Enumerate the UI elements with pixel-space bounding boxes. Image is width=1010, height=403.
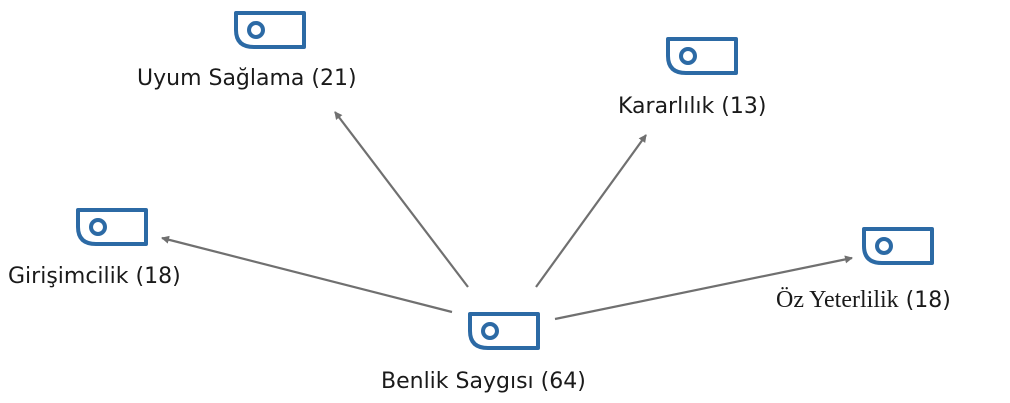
node-count: (64) [540, 369, 586, 394]
node-name: Uyum Sağlama [137, 66, 305, 91]
code-node-icon [666, 37, 738, 75]
node-count: (21) [311, 66, 357, 91]
node-name: Öz Yeterlilik [776, 287, 899, 313]
node-name: Girişimcilik [8, 264, 129, 289]
node-label-oz-yeterlilik: Öz Yeterlilik (18) [776, 288, 951, 312]
edge-arrow-uyum [334, 111, 469, 288]
code-node-icon [76, 208, 148, 246]
code-node-icon [862, 227, 934, 265]
node-count: (18) [905, 288, 951, 313]
edge-arrow-girisimcilik [161, 235, 453, 314]
node-label-benlik-saygisi: Benlik Saygısı (64) [381, 371, 586, 393]
node-count: (18) [135, 264, 181, 289]
code-node-icon [234, 11, 306, 49]
node-label-girisimcilik: Girişimcilik (18) [8, 266, 181, 288]
node-count: (13) [721, 94, 767, 119]
code-node-icon [468, 312, 540, 350]
node-label-kararlilik: Kararlılık (13) [618, 96, 766, 118]
edge-arrow-kararlilik [535, 134, 647, 288]
node-label-uyum-saglama: Uyum Sağlama (21) [137, 68, 357, 90]
edge-arrow-oz_yeterlilik [554, 255, 853, 321]
node-name: Benlik Saygısı [381, 369, 534, 394]
node-name: Kararlılık [618, 94, 715, 119]
